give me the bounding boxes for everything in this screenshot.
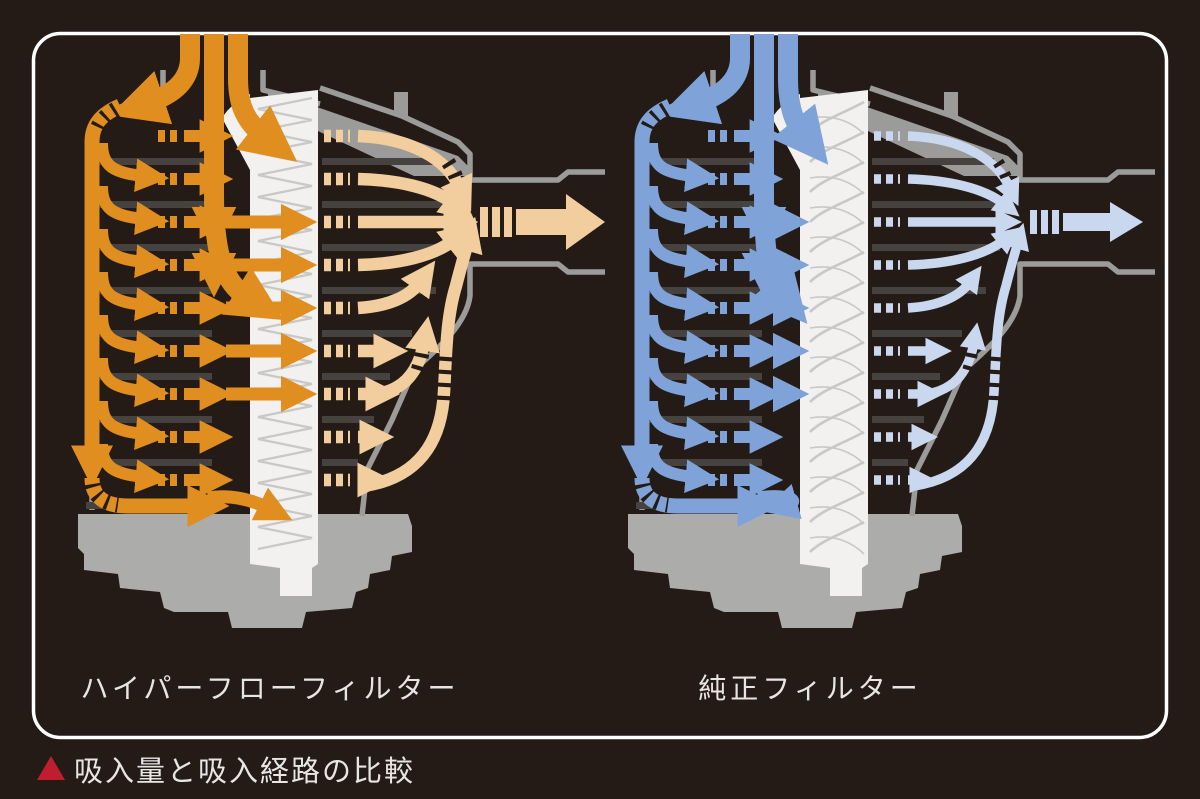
frame-border <box>31 31 1169 740</box>
stock-filter-label: 純正フィルター <box>698 673 921 704</box>
caption-triangle-icon <box>37 756 65 780</box>
hyper-flow-filter-panel <box>71 34 605 628</box>
stock-filter-panel <box>621 34 1155 628</box>
caption-text: 吸入量と吸入経路の比較 <box>74 755 415 788</box>
hyper-flow-filter-label: ハイパーフローフィルター <box>81 673 460 704</box>
